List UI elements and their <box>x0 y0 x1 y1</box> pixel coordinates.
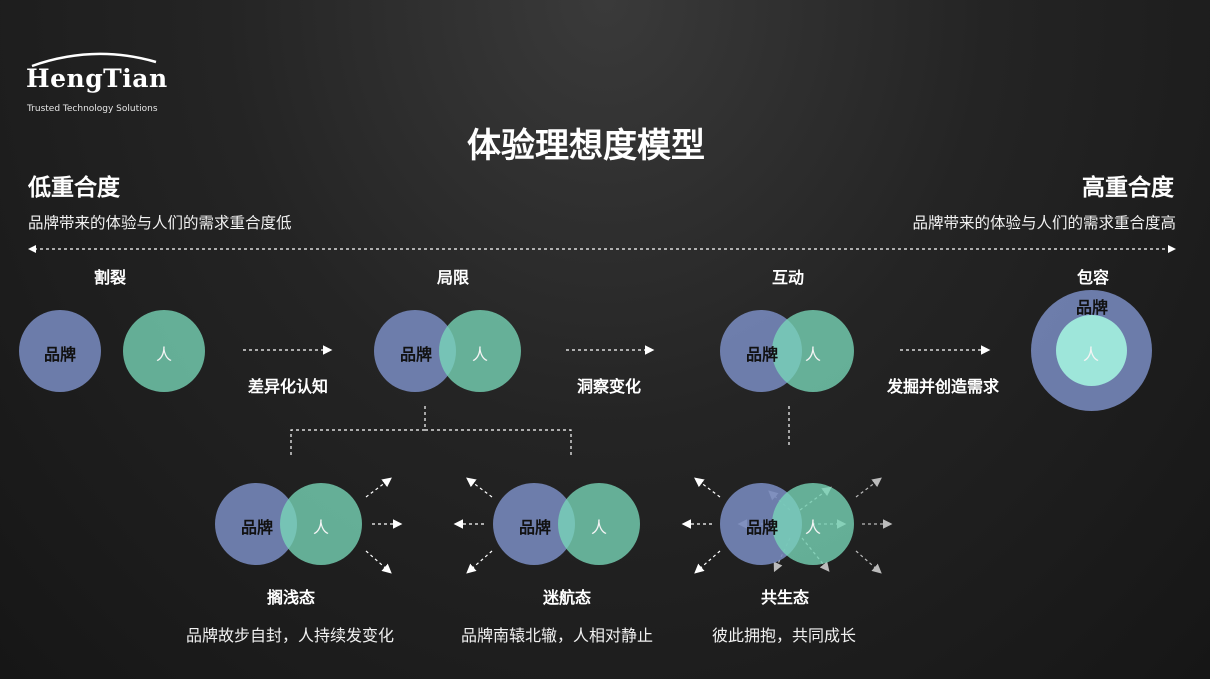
state-stranded-person-label: 人 <box>312 518 329 537</box>
stage-label-interaction: 互动 <box>771 268 804 287</box>
stage-limited-person-label: 人 <box>471 345 488 364</box>
state-lost-brand-label: 品牌 <box>518 518 551 537</box>
axis-left-arrow-icon <box>28 245 36 253</box>
transition-label-insight: 洞察变化 <box>576 377 641 396</box>
bracket-right <box>425 429 572 458</box>
axis-right-arrow-icon <box>1168 245 1176 253</box>
state-stranded-person-circle <box>280 483 362 565</box>
stage-split-brand-circle <box>19 310 101 392</box>
stage-split-person-label: 人 <box>155 345 172 364</box>
page-title: 体验理想度模型 <box>467 126 705 166</box>
logo-name: HengTian <box>26 64 168 93</box>
state-symbiosis-person-label: 人 <box>804 518 821 537</box>
high-overlap-desc: 品牌带来的体验与人们的需求重合度高 <box>912 214 1176 232</box>
state-lost-desc: 品牌南辕北辙，人相对静止 <box>460 626 653 645</box>
stage-inclusive-person-circle <box>1056 315 1127 386</box>
state-stranded-desc: 品牌故步自封，人持续发变化 <box>185 626 394 645</box>
stage-limited-brand-label: 品牌 <box>399 345 432 364</box>
stage-inclusive-brand-label: 品牌 <box>1075 298 1108 317</box>
state-symbiosis-name: 共生态 <box>760 588 809 607</box>
stage-inclusive-person-label: 人 <box>1082 345 1099 364</box>
stage-interaction-brand-label: 品牌 <box>745 345 778 364</box>
stage-split-person-circle <box>123 310 205 392</box>
logo-arc-icon <box>31 52 157 68</box>
stage-limited-person-circle <box>439 310 521 392</box>
low-overlap-heading: 低重合度 <box>28 175 120 201</box>
stage-interaction-person-label: 人 <box>804 345 821 364</box>
bracket-left <box>290 406 426 458</box>
stage-label-inclusive: 包容 <box>1076 268 1109 287</box>
state-lost-person-circle <box>558 483 640 565</box>
stage-split-brand-label: 品牌 <box>43 345 76 364</box>
transition-label-differentiation: 差异化认知 <box>247 377 328 396</box>
stage-label-limited: 局限 <box>436 268 469 287</box>
logo-tagline: Trusted Technology Solutions <box>27 104 158 114</box>
state-lost-person-label: 人 <box>590 518 607 537</box>
state-lost-name: 迷航态 <box>542 588 591 607</box>
transition-label-create-demand: 发掘并创造需求 <box>886 377 999 396</box>
stage-label-split: 割裂 <box>93 268 126 287</box>
hengtian-logo: HengTian Trusted Technology Solutions <box>26 50 168 120</box>
overlap-axis <box>28 245 1176 253</box>
state-stranded-brand-label: 品牌 <box>240 518 273 537</box>
state-symbiosis-desc: 彼此拥抱，共同成长 <box>711 626 856 645</box>
low-overlap-desc: 品牌带来的体验与人们的需求重合度低 <box>28 214 292 232</box>
state-stranded-name: 搁浅态 <box>266 588 315 607</box>
high-overlap-heading: 高重合度 <box>1082 175 1174 201</box>
stage-interaction-person-circle <box>772 310 854 392</box>
state-symbiosis-person-circle <box>772 483 854 565</box>
state-symbiosis-brand-label: 品牌 <box>745 518 778 537</box>
